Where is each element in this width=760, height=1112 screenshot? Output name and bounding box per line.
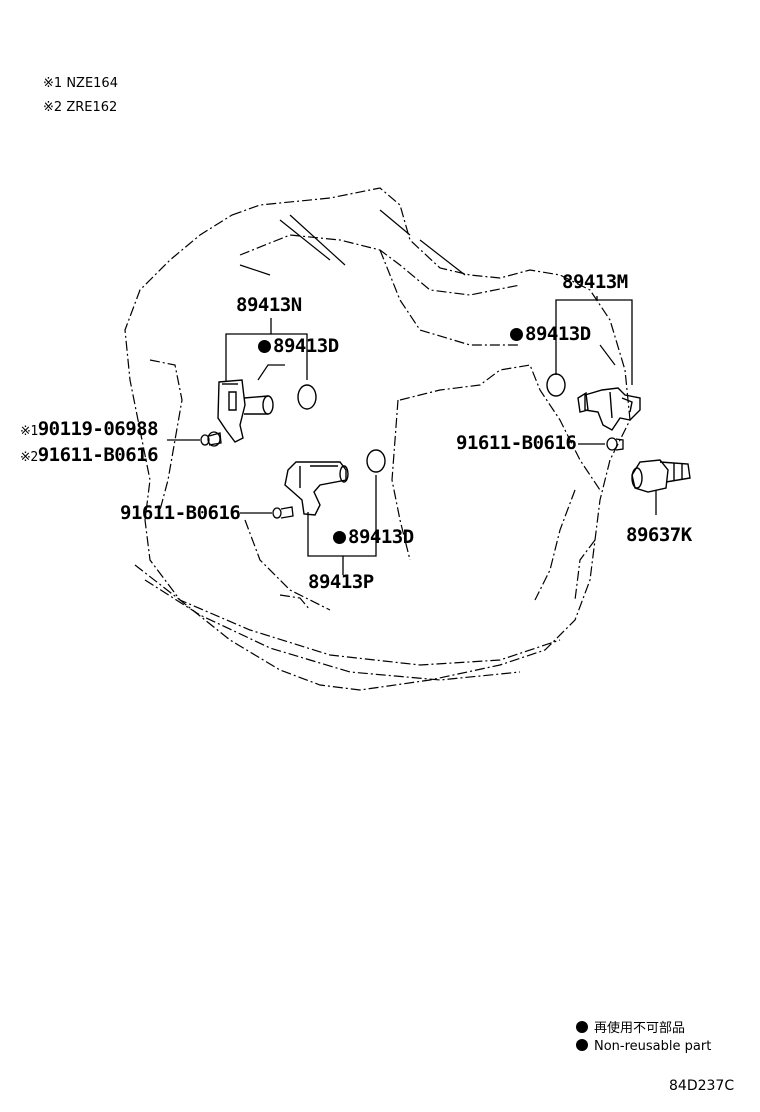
non-reusable-dot-icon bbox=[258, 340, 271, 353]
diagram-code: 84D237C bbox=[669, 1078, 735, 1094]
label-bolt-2-mark: ※2 bbox=[20, 450, 38, 465]
label-89413d-left: 89413D bbox=[258, 335, 339, 357]
label-bolt-right: 91611-B0616 bbox=[456, 432, 577, 454]
sensor-89637k-icon bbox=[631, 459, 691, 493]
note-1-text: NZE164 bbox=[66, 76, 118, 91]
label-89413d-middle-text: 89413D bbox=[348, 526, 414, 548]
sensor-89413m-icon bbox=[577, 387, 641, 431]
bolt-left-icon bbox=[200, 431, 222, 447]
legend-jp-text: 再使用不可部品 bbox=[594, 1021, 686, 1036]
label-89413d-right: 89413D bbox=[510, 323, 591, 345]
o-ring-left-icon bbox=[297, 384, 317, 410]
non-reusable-dot-icon bbox=[510, 328, 523, 341]
label-89413d-left-text: 89413D bbox=[273, 335, 339, 357]
sensor-89413n-icon bbox=[217, 379, 274, 443]
label-bolt-2: ※291611-B0616 bbox=[20, 444, 159, 466]
note-2: ※2 ZRE162 bbox=[43, 100, 117, 115]
note-1-mark: ※1 bbox=[43, 76, 63, 91]
bolt-middle-icon bbox=[272, 506, 294, 519]
bolt-right-icon bbox=[606, 437, 624, 451]
label-89637k: 89637K bbox=[626, 524, 692, 546]
sensor-89413p-icon bbox=[284, 461, 349, 516]
note-2-text: ZRE162 bbox=[66, 100, 118, 115]
note-2-mark: ※2 bbox=[43, 100, 63, 115]
legend-dot-icon bbox=[576, 1021, 588, 1033]
label-89413m: 89413M bbox=[562, 271, 628, 293]
label-bolt-middle: 91611-B0616 bbox=[120, 502, 241, 524]
transmission-housing bbox=[124, 187, 631, 691]
o-ring-right-icon bbox=[546, 373, 566, 397]
label-bolt-1: ※190119-06988 bbox=[20, 418, 159, 440]
note-1: ※1 NZE164 bbox=[43, 76, 118, 91]
non-reusable-dot-icon bbox=[333, 531, 346, 544]
leader-lines bbox=[167, 296, 657, 575]
legend-dot-icon bbox=[576, 1039, 588, 1051]
legend-en: Non-reusable part bbox=[576, 1039, 711, 1054]
label-89413d-middle: 89413D bbox=[333, 526, 414, 548]
label-89413p: 89413P bbox=[308, 571, 374, 593]
housing-details bbox=[239, 209, 616, 381]
o-ring-middle-icon bbox=[366, 449, 386, 473]
legend-en-text: Non-reusable part bbox=[594, 1039, 712, 1054]
label-bolt-1-text: 90119-06988 bbox=[37, 418, 159, 440]
legend-jp: 再使用不可部品 bbox=[576, 1017, 685, 1036]
label-89413d-right-text: 89413D bbox=[525, 323, 591, 345]
label-bolt-2-text: 91611-B0616 bbox=[37, 444, 159, 466]
label-bolt-1-mark: ※1 bbox=[20, 424, 38, 439]
label-89413n: 89413N bbox=[236, 294, 302, 316]
